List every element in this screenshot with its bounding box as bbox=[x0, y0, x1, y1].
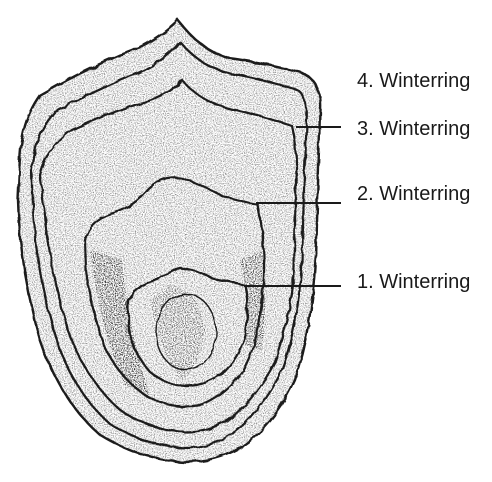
label-winter-ring-2: 2. Winterring bbox=[357, 184, 470, 204]
scale-body bbox=[10, 10, 330, 470]
label-winter-ring-1: 1. Winterring bbox=[357, 272, 470, 292]
label-winter-ring-3: 3. Winterring bbox=[357, 119, 470, 139]
label-winter-ring-4: 4. Winterring bbox=[357, 71, 470, 91]
